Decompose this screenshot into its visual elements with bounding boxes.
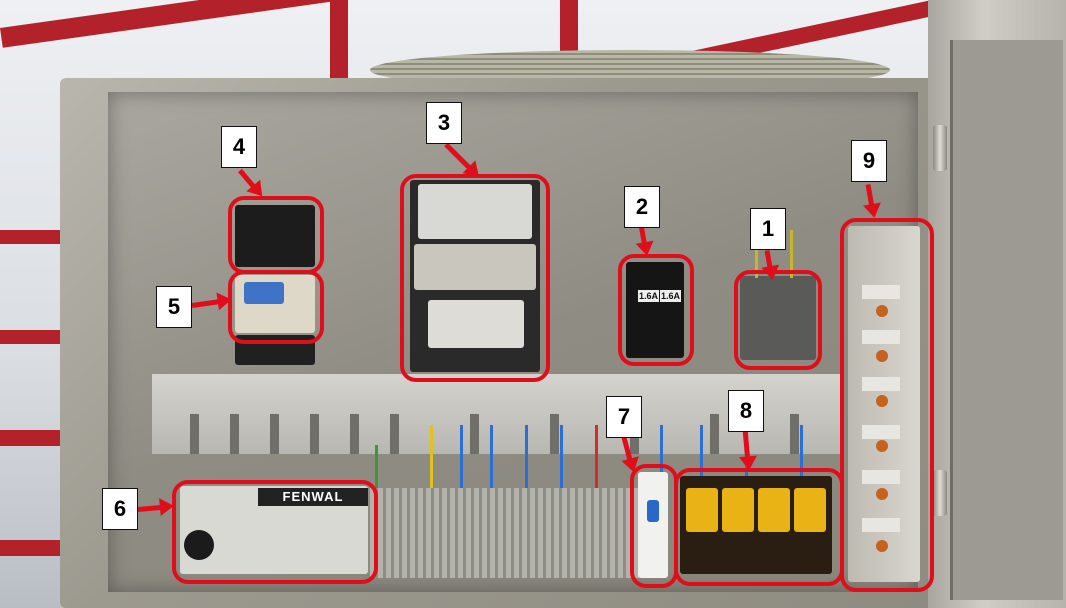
wiring-duct — [152, 374, 842, 454]
duct-slot — [550, 414, 559, 454]
callout-number-7: 7 — [606, 396, 642, 438]
callout-number-1: 1 — [750, 208, 786, 250]
wire — [560, 425, 563, 505]
highlight-box-4 — [228, 196, 324, 274]
callout-number-9: 9 — [851, 140, 887, 182]
highlight-box-3 — [400, 174, 550, 382]
relay-module — [758, 488, 790, 532]
breaker-body — [638, 472, 668, 578]
indicator-light — [876, 488, 888, 500]
highlight-box-8 — [674, 468, 844, 586]
indicator-label — [862, 285, 900, 299]
relay-device — [235, 205, 315, 267]
highlight-box-6 — [172, 480, 378, 584]
transformer-top-terminals — [418, 184, 532, 239]
callout-number-8: 8 — [728, 390, 764, 432]
wire — [525, 425, 528, 505]
highlight-box-1 — [734, 270, 822, 370]
wire — [755, 230, 758, 278]
indicator-label — [862, 330, 900, 344]
highlight-box-2 — [618, 254, 694, 366]
callout-number-6: 6 — [102, 488, 138, 530]
module-brand-label: FENWAL — [258, 488, 368, 506]
callout-number-3: 3 — [426, 102, 462, 144]
indicator-label — [862, 470, 900, 484]
relay-module — [794, 488, 826, 532]
duct-slot — [350, 414, 359, 454]
duct-slot — [710, 414, 719, 454]
duct-slot — [390, 414, 399, 454]
duct-slot — [230, 414, 239, 454]
wire — [660, 425, 663, 485]
truss-beam — [0, 540, 60, 556]
terminal-block-rail — [370, 488, 640, 578]
overload-dial — [244, 282, 284, 304]
highlight-box-9 — [840, 218, 934, 592]
breaker-toggle — [647, 500, 659, 522]
truss-beam — [0, 430, 60, 446]
indicator-light — [876, 350, 888, 362]
wire — [595, 425, 598, 505]
relay-module — [722, 488, 754, 532]
highlight-box-7 — [630, 464, 678, 588]
fuse-holder-body — [626, 262, 684, 358]
indicator-light — [876, 395, 888, 407]
door-hinge — [933, 470, 947, 516]
wire — [700, 425, 703, 485]
callout-number-2: 2 — [624, 186, 660, 228]
relay-module — [686, 488, 718, 532]
transformer-label-plate — [414, 244, 536, 290]
duct-slot — [470, 414, 479, 454]
door-hinge — [933, 125, 947, 171]
indicator-label — [862, 377, 900, 391]
wire — [790, 230, 793, 278]
module-connector — [184, 530, 214, 560]
wire — [490, 425, 493, 505]
wire — [430, 425, 433, 505]
duct-slot — [270, 414, 279, 454]
highlight-box-5 — [228, 270, 324, 344]
truss-beam — [0, 330, 60, 344]
indicator-label — [862, 425, 900, 439]
door-inner-panel — [950, 40, 1063, 600]
transformer-bottom-terminals — [428, 300, 524, 348]
fuse-rating-right: 1.6A — [660, 290, 682, 302]
contactor-body — [740, 276, 816, 360]
indicator-light — [876, 540, 888, 552]
duct-slot — [190, 414, 199, 454]
fuse-rating-left: 1.6A — [638, 290, 660, 302]
truss-beam — [330, 0, 348, 90]
wire — [460, 425, 463, 505]
duct-slot — [790, 414, 799, 454]
truss-beam — [0, 230, 60, 244]
duct-slot — [310, 414, 319, 454]
wire — [800, 425, 803, 485]
callout-number-4: 4 — [221, 126, 257, 168]
indicator-light — [876, 440, 888, 452]
indicator-label — [862, 518, 900, 532]
indicator-light — [876, 305, 888, 317]
callout-number-5: 5 — [156, 286, 192, 328]
